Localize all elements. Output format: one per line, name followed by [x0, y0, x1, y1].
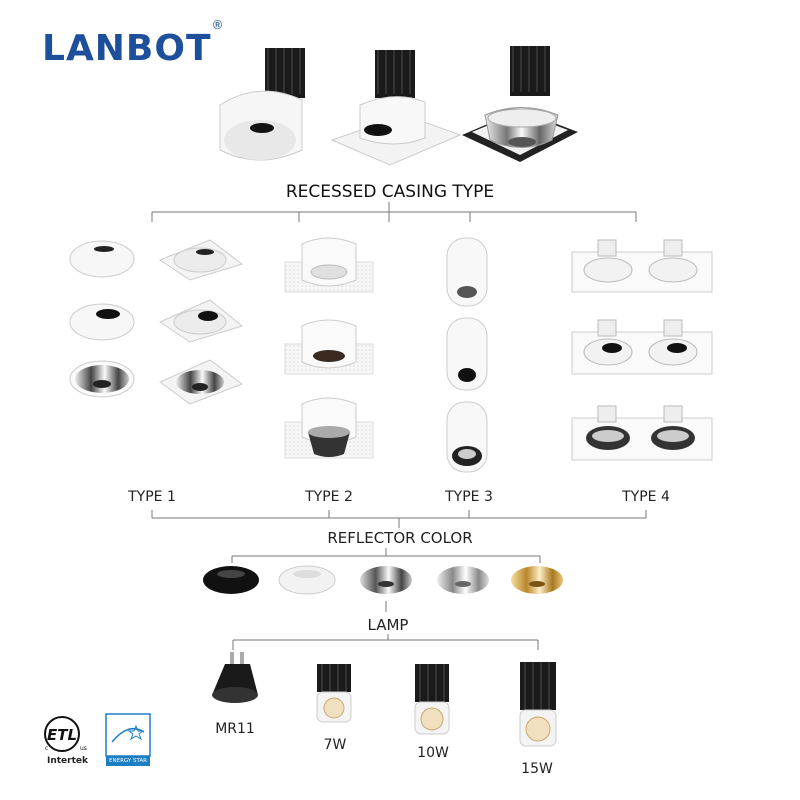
type3-products: [446, 237, 488, 473]
lamp-label-7w: 7W: [323, 737, 347, 753]
brand-logo: LANBOT®: [42, 18, 225, 69]
type4-products: [571, 239, 713, 461]
black-reflector-swatch: [203, 566, 259, 594]
svg-text:us: us: [80, 745, 87, 752]
type-label-4: TYPE 4: [622, 489, 670, 505]
section-title-reflector: REFLECTOR COLOR: [327, 529, 473, 547]
lamp-label-mr11: MR11: [215, 721, 255, 737]
energy-star-label: ENERGY STAR: [109, 758, 147, 764]
type-label-1: TYPE 1: [128, 489, 176, 505]
type-label-3: TYPE 3: [445, 489, 493, 505]
mr11-lamp-image: [212, 652, 258, 703]
reflector-swatches: [203, 565, 563, 595]
gold-reflector-swatch: [511, 566, 563, 594]
square-casing-image: [330, 50, 462, 166]
lamp-products: [212, 652, 557, 747]
intertek-label: Intertek: [47, 756, 88, 766]
lamp-label-15w: 15W: [521, 761, 553, 777]
etl-logo: ETL c us: [44, 716, 87, 752]
silver-reflector-swatch: [360, 566, 412, 594]
type2-products: [284, 237, 374, 459]
7w-lamp-image: [316, 664, 352, 723]
casing-products: [219, 46, 578, 166]
15w-lamp-image: [519, 662, 557, 747]
section-title-lamp: LAMP: [367, 616, 409, 634]
section-title-casing: RECESSED CASING TYPE: [285, 182, 495, 202]
trimless-casing-image: [462, 46, 578, 162]
type-label-2: TYPE 2: [305, 489, 353, 505]
svg-text:c: c: [45, 745, 48, 752]
type1-products: [69, 239, 244, 405]
registered-mark: ®: [211, 18, 225, 32]
lamp-label-10w: 10W: [417, 745, 449, 761]
svg-text:ETL: ETL: [47, 726, 77, 744]
energy-star-logo: [105, 713, 151, 766]
round-casing-image: [219, 48, 305, 161]
white-reflector-swatch: [278, 565, 336, 595]
brand-name: LANBOT: [42, 28, 212, 69]
10w-lamp-image: [414, 664, 450, 735]
chrome-reflector-swatch: [437, 566, 489, 594]
certification-logos: ETL c us: [44, 713, 151, 766]
